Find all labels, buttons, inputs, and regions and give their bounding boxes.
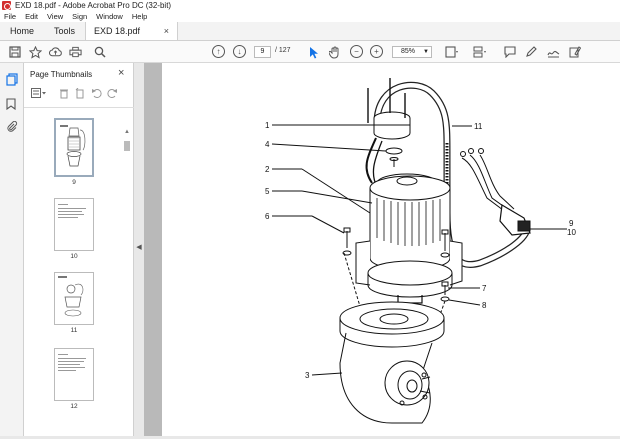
thumb-line — [58, 354, 68, 355]
menu-bar: File Edit View Sign Window Help — [0, 11, 620, 22]
callout-8: 8 — [482, 301, 487, 310]
page-total: / 127 — [275, 47, 291, 54]
menu-sign[interactable]: Sign — [72, 12, 88, 21]
zoom-level-value: 85% — [401, 48, 416, 55]
menu-help[interactable]: Help — [131, 12, 148, 21]
collapse-panel-icon[interactable]: ◀ — [136, 244, 142, 251]
thumbnails-scrollbar[interactable]: ▲ — [124, 129, 130, 429]
star-icon[interactable] — [28, 45, 42, 59]
thumbnail-tools — [28, 87, 128, 102]
scrollbar-thumb[interactable] — [124, 141, 130, 151]
window-title: EXD 18.pdf - Adobe Acrobat Pro DC (32-bi… — [15, 1, 172, 10]
tab-document-label: EXD 18.pdf — [94, 26, 141, 36]
zoom-level-select[interactable]: 85% ▼ — [392, 46, 432, 58]
chevron-down-icon: ▼ — [423, 49, 429, 55]
thumb-line — [58, 208, 86, 209]
attachment-icon[interactable] — [6, 120, 18, 133]
delete-page-icon[interactable] — [58, 88, 70, 100]
exploded-parts-drawing — [271, 78, 567, 424]
acrobat-app-icon — [2, 1, 11, 10]
callout-3: 3 — [305, 371, 310, 380]
callout-9: 9 — [569, 219, 574, 228]
callout-11: 11 — [474, 122, 483, 131]
thumb-line — [58, 204, 68, 205]
select-cursor-icon[interactable] — [308, 45, 320, 59]
menu-edit[interactable]: Edit — [25, 12, 39, 21]
title-bar: EXD 18.pdf - Adobe Acrobat Pro DC (32-bi… — [0, 0, 620, 11]
upload-cloud-icon[interactable] — [48, 45, 62, 59]
fill-sign-icon[interactable] — [568, 45, 582, 59]
thumbnail-page-11[interactable] — [54, 272, 94, 325]
pdf-page: 1 4 2 5 6 3 11 9 10 7 8 — [162, 63, 620, 436]
toolbar: ↑ ↓ 9 / 127 − + 85% ▼ — [0, 41, 620, 63]
thumb-line — [58, 214, 84, 215]
tab-tools[interactable]: Tools — [44, 22, 85, 40]
options-menu-icon[interactable] — [30, 88, 48, 100]
thumb-line — [58, 358, 86, 359]
callout-4: 4 — [265, 140, 270, 149]
scroll-up-icon[interactable]: ▲ — [124, 129, 130, 135]
thumbnail-label-11: 11 — [70, 327, 78, 334]
tab-document[interactable]: EXD 18.pdf × — [85, 22, 179, 40]
page-thumbnails-icon[interactable] — [6, 73, 18, 86]
callout-7: 7 — [482, 284, 487, 293]
callout-6: 6 — [265, 212, 270, 221]
navigation-rail — [0, 63, 24, 436]
bookmark-icon[interactable] — [6, 98, 18, 111]
zoom-in-icon[interactable]: + — [370, 45, 383, 58]
panel-title: Page Thumbnails — [30, 70, 93, 79]
zoom-out-icon[interactable]: − — [350, 45, 363, 58]
previous-page-icon[interactable]: ↑ — [212, 45, 225, 58]
thumbnail-page-12[interactable] — [54, 348, 94, 401]
close-panel-icon[interactable]: × — [118, 67, 125, 79]
thumbnail-label-10: 10 — [70, 253, 78, 260]
menu-window[interactable]: Window — [96, 12, 123, 21]
close-tab-icon[interactable]: × — [163, 26, 170, 36]
callout-5: 5 — [265, 187, 270, 196]
thumbnail-label-12: 12 — [70, 403, 78, 410]
hand-tool-icon[interactable] — [328, 45, 342, 59]
save-icon[interactable] — [8, 45, 22, 59]
menu-view[interactable]: View — [47, 12, 64, 21]
next-page-icon[interactable]: ↓ — [233, 45, 246, 58]
thumb-line — [58, 370, 76, 371]
tab-bar: Home Tools EXD 18.pdf × — [0, 22, 620, 41]
tab-home-label: Home — [10, 26, 35, 36]
thumb-line — [58, 361, 84, 362]
highlight-pen-icon[interactable] — [524, 45, 538, 59]
scroll-mode-icon[interactable] — [472, 45, 488, 59]
panel-divider — [24, 107, 134, 108]
callout-2: 2 — [265, 165, 270, 174]
thumb-line — [58, 217, 78, 218]
thumbnail-page-9[interactable] — [54, 118, 94, 177]
thumbnail-label-9: 9 — [72, 179, 76, 186]
page-thumbnails-panel: Page Thumbnails × 9 — [24, 63, 134, 436]
document-area: 1 4 2 5 6 3 11 9 10 7 8 — [144, 63, 620, 436]
menu-file[interactable]: File — [4, 12, 17, 21]
search-icon[interactable] — [93, 45, 107, 59]
rotate-page-icon[interactable] — [74, 87, 86, 100]
tab-home[interactable]: Home — [0, 22, 44, 40]
page-fit-icon[interactable] — [444, 45, 460, 59]
callout-10: 10 — [567, 228, 576, 237]
tab-tools-label: Tools — [54, 26, 76, 36]
callout-1: 1 — [265, 121, 270, 130]
print-icon[interactable] — [68, 45, 82, 59]
sign-icon[interactable] — [546, 45, 560, 59]
redo-icon[interactable] — [106, 88, 118, 100]
thumbnail-page-10[interactable] — [54, 198, 94, 251]
thumb-line — [58, 364, 80, 365]
thumb-line — [58, 367, 85, 368]
page-number-input[interactable]: 9 — [254, 46, 271, 58]
comment-icon[interactable] — [503, 45, 517, 59]
undo-icon[interactable] — [90, 88, 102, 100]
thumb-line — [58, 211, 82, 212]
